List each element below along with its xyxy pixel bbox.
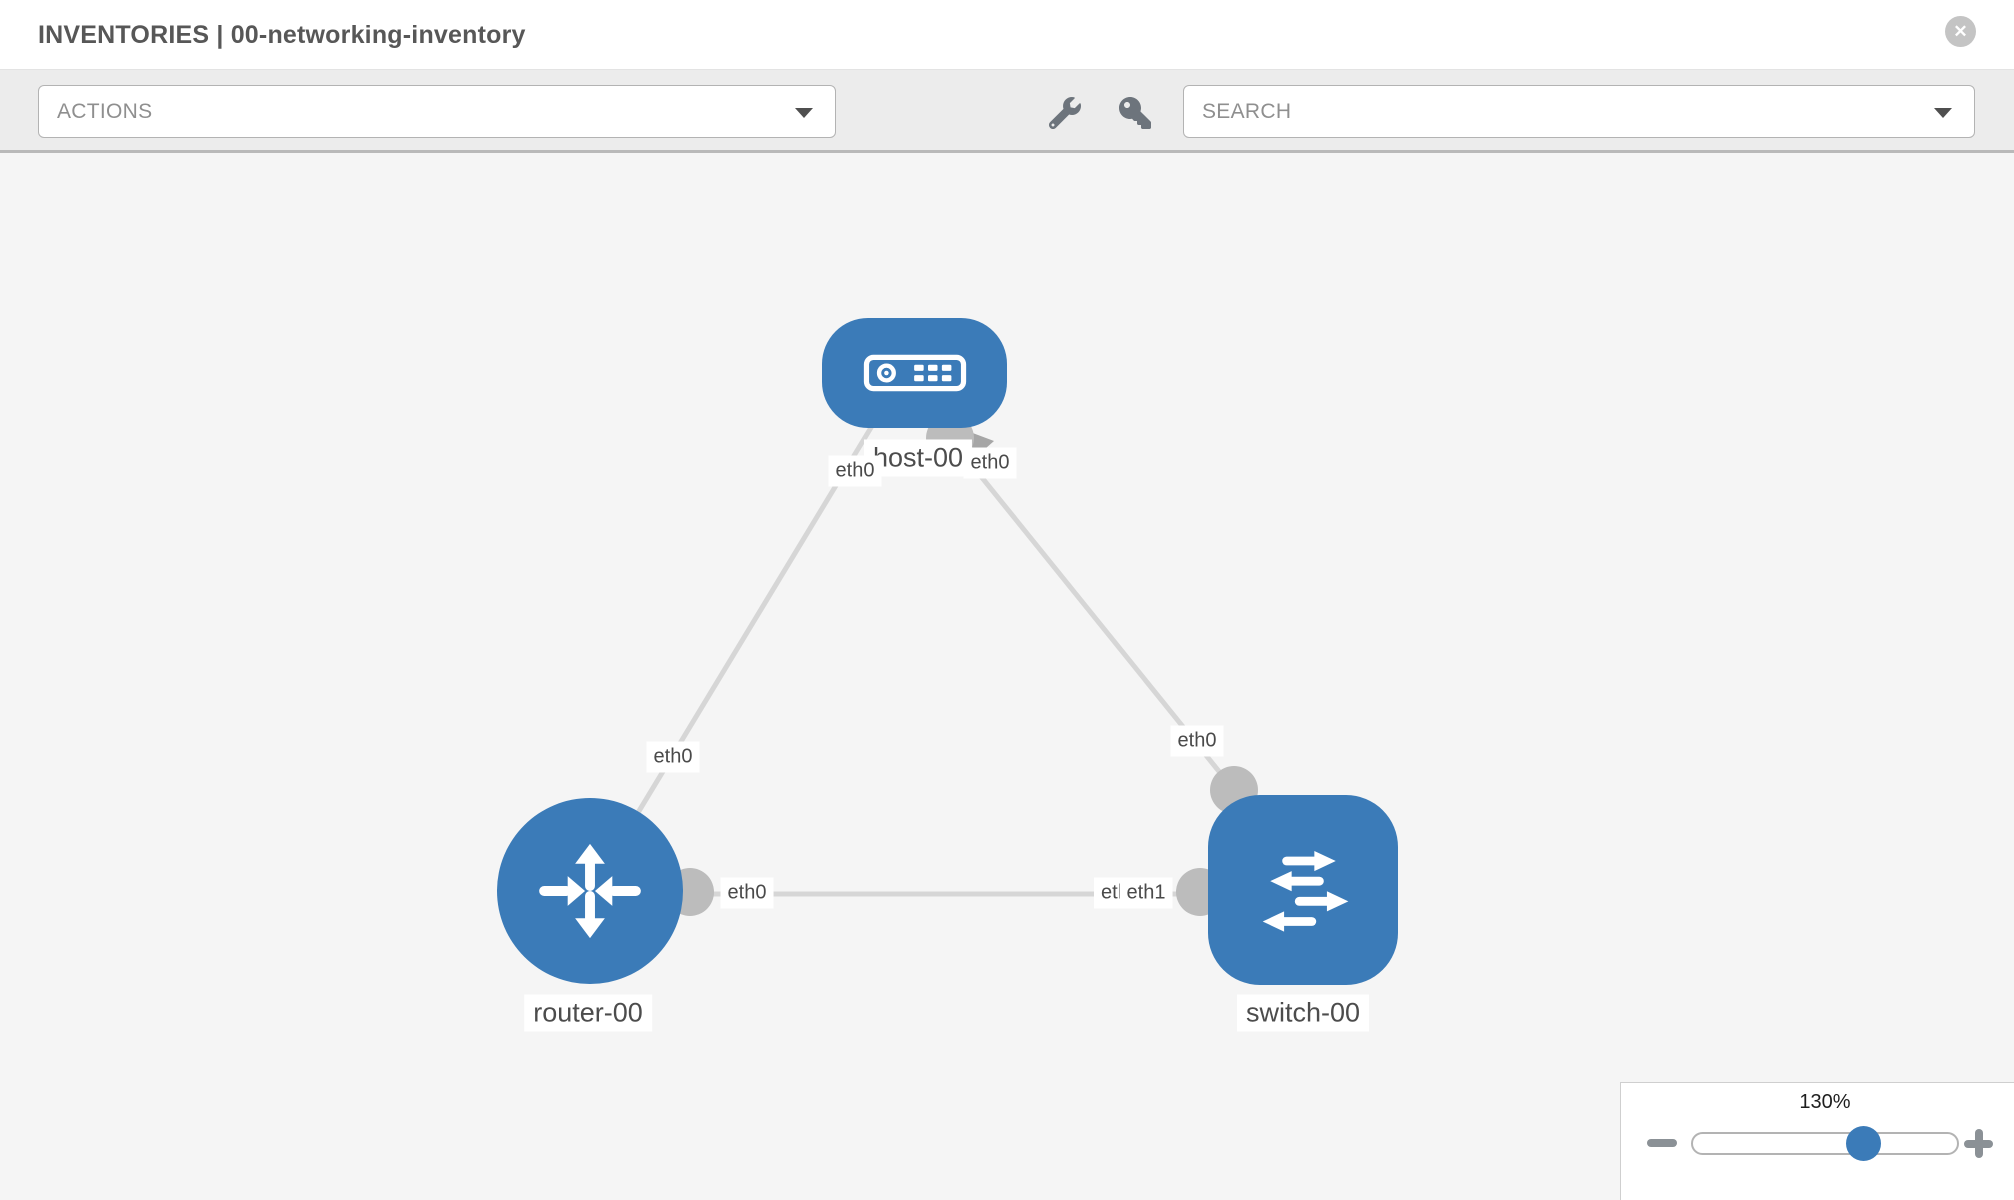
header: INVENTORIES | 00-networking-inventory xyxy=(0,0,2014,70)
node-label-router: router-00 xyxy=(524,994,652,1032)
wrench-icon xyxy=(1049,97,1081,129)
zoom-slider-track[interactable] xyxy=(1691,1132,1959,1155)
node-label-host: host-00 xyxy=(863,439,973,477)
chevron-down-icon xyxy=(795,107,813,118)
node-router-00[interactable] xyxy=(497,798,683,984)
zoom-control-panel: 130% xyxy=(1620,1082,2014,1200)
search-dropdown[interactable]: SEARCH xyxy=(1183,85,1975,138)
node-switch-00[interactable] xyxy=(1208,795,1398,985)
iface-label-router-switch-left: eth0 xyxy=(720,877,774,909)
actions-dropdown[interactable]: ACTIONS xyxy=(38,85,836,138)
router-arrows-icon xyxy=(539,843,641,939)
credentials-key-button[interactable] xyxy=(1116,94,1154,132)
switch-arrows-icon xyxy=(1262,850,1349,932)
iface-label-router-switch-right-front: eth1 xyxy=(1119,877,1173,909)
zoom-percent-label: 130% xyxy=(1799,1091,1851,1113)
toolbar: ACTIONS SEARCH xyxy=(0,70,2014,153)
actions-dropdown-label: ACTIONS xyxy=(57,100,153,123)
zoom-slider-knob[interactable] xyxy=(1846,1126,1881,1161)
server-icon xyxy=(863,354,966,392)
key-icon xyxy=(1119,97,1151,129)
close-icon[interactable] xyxy=(1945,16,1976,47)
zoom-in-plus-icon[interactable] xyxy=(1964,1129,1993,1158)
configure-wrench-button[interactable] xyxy=(1046,94,1084,132)
node-host-00[interactable] xyxy=(822,318,1007,428)
iface-label-host-right: eth0 xyxy=(963,447,1017,479)
topology-canvas[interactable]: host-00 router-00 switch-00 eth0 eth0 et… xyxy=(0,153,2014,1200)
page-title: INVENTORIES | 00-networking-inventory xyxy=(38,21,526,49)
links-layer xyxy=(587,419,1303,897)
zoom-out-minus-icon[interactable] xyxy=(1647,1139,1677,1147)
iface-label-host-left: eth0 xyxy=(828,455,882,487)
node-label-switch: switch-00 xyxy=(1236,994,1370,1032)
iface-label-host-switch-link: eth0 xyxy=(1170,725,1224,757)
search-dropdown-label: SEARCH xyxy=(1202,100,1292,123)
iface-label-router-host-link: eth0 xyxy=(646,741,700,773)
chevron-down-icon xyxy=(1934,107,1952,118)
